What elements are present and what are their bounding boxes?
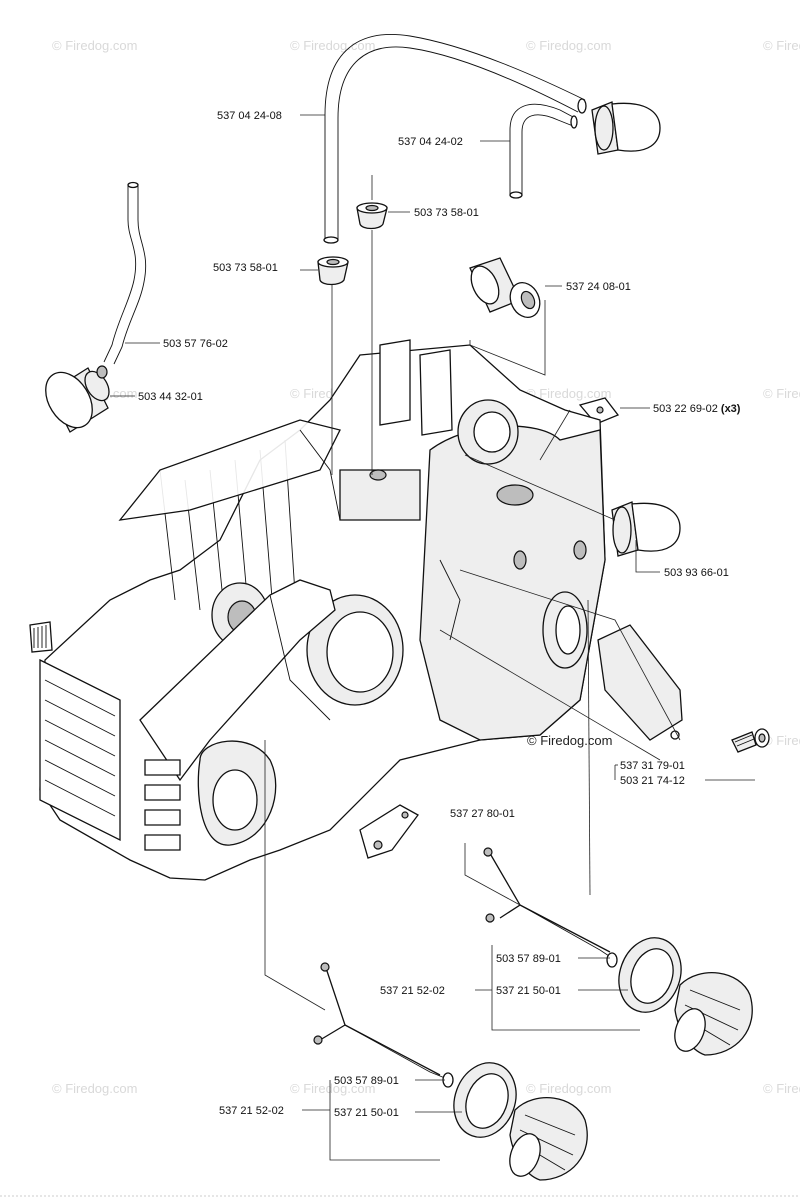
callout-cap-lower: 537 21 50-01 (334, 1107, 399, 1119)
fuel-hose-long (323, 34, 587, 244)
valve-part (469, 257, 541, 319)
watermark: © Firedog.com (526, 38, 611, 53)
fuel-hose-short (509, 103, 578, 199)
cap-assembly-upper (483, 847, 753, 1056)
bracket-part (359, 804, 419, 859)
callout-valve: 537 24 08-01 (566, 281, 631, 293)
watermark-row-top: © Firedog.com © Firedog.com © Firedog.co… (52, 38, 800, 53)
callout-cap-cord-upper: 503 57 89-01 (496, 953, 561, 965)
callout-cap-upper: 537 21 50-01 (496, 985, 561, 997)
callout-cap-assembly-lower: 537 21 52-02 (219, 1105, 284, 1117)
watermark: © Firedog.com (763, 1081, 800, 1096)
callout-bracket: 537 27 80-01 (450, 808, 515, 820)
callout-grommet-right: 503 73 58-01 (414, 207, 479, 219)
watermark: © Firedog.com (52, 38, 137, 53)
callout-cap-assembly-upper: 537 21 52-02 (380, 985, 445, 997)
watermark: © Firedog.com (526, 1081, 611, 1096)
watermark: © Firedog.com (52, 1081, 137, 1096)
callout-grommet-left: 503 73 58-01 (213, 262, 278, 274)
grommet-left (317, 256, 349, 286)
watermark-row-bottom: © Firedog.com © Firedog.com © Firedog.co… (52, 1081, 800, 1096)
cover-plate (597, 624, 683, 741)
callout-primer-bulb: 503 93 66-01 (664, 567, 729, 579)
crankcase (29, 339, 606, 881)
watermark: © Firedog.com (526, 386, 611, 401)
cap-assembly-lower (313, 962, 588, 1181)
callout-fuel-hose-long: 537 04 24-08 (217, 110, 282, 122)
callout-screw-b: 503 21 74-12 (620, 775, 685, 787)
oil-filter (45, 365, 110, 433)
watermark-main: © Firedog.com (527, 733, 612, 748)
callout-fuel-hose-short: 537 04 24-02 (398, 136, 463, 148)
primer-bulb-side (611, 501, 681, 557)
primer-bulb-top (591, 101, 661, 155)
leader-lines (110, 114, 755, 1161)
watermark: © Firedog.com (763, 733, 800, 748)
callout-oil-hose: 503 57 76-02 (163, 338, 228, 350)
clip-part-number: 503 22 69-02 (653, 403, 718, 415)
screw-part (731, 728, 770, 753)
callout-clip: 503 22 69-02 (x3) (653, 403, 741, 415)
grommet-right (356, 175, 388, 230)
watermark: © Firedog.com (290, 1081, 375, 1096)
watermark: © Firedog.com (290, 38, 375, 53)
watermark: © Firedog.com (763, 386, 800, 401)
callout-filter: 503 44 32-01 (138, 391, 203, 403)
clip-quantity: (x3) (721, 403, 741, 415)
callout-cap-cord-lower: 503 57 89-01 (334, 1075, 399, 1087)
watermark: © Firedog.com (763, 38, 800, 53)
oil-hose (103, 181, 147, 365)
callout-screw-a: 537 31 79-01 (620, 760, 685, 772)
